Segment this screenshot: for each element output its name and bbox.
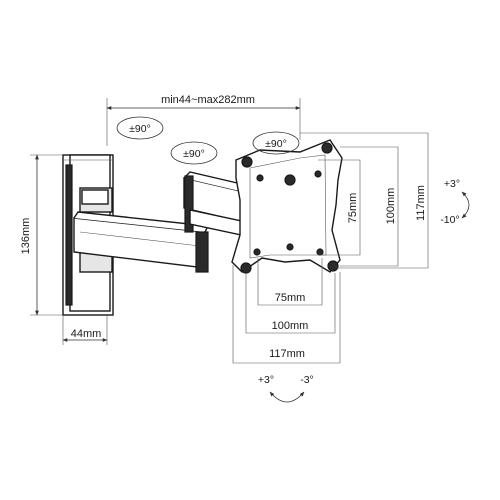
vesa-horizontal-dimensions: 75mm 100mm 117mm xyxy=(232,258,341,364)
swivel-badge-1: ±90° xyxy=(116,116,164,140)
swivel-badge-3: ±90° xyxy=(252,131,300,155)
vesa-100-vertical-label: 100mm xyxy=(385,188,397,225)
rotation-right-label: -3° xyxy=(300,374,314,386)
wall-plate-width-label: 44mm xyxy=(71,328,102,340)
vesa-75-horizontal-label: 75mm xyxy=(275,292,306,304)
rotation-arrow-icon xyxy=(269,391,305,403)
wall-plate-width-dimension: 44mm xyxy=(62,315,108,345)
vesa-75-vertical-label: 75mm xyxy=(347,193,359,224)
swivel-badge-3-label: ±90° xyxy=(265,138,287,150)
tilt-down-label: -10° xyxy=(440,214,459,226)
wall-plate-height-label: 136mm xyxy=(20,218,32,255)
rotation-indicator: +3° -3° xyxy=(258,374,314,403)
arm-extension-dimension: min44~max282mm xyxy=(106,94,301,146)
arm-extension-label: min44~max282mm xyxy=(161,94,255,106)
tilt-arrow-icon xyxy=(461,191,470,219)
tilt-up-label: +3° xyxy=(444,178,460,190)
swivel-badge-1-label: ±90° xyxy=(129,123,151,135)
vesa-117-horizontal-label: 117mm xyxy=(269,348,305,360)
wall-plate-height-dimension: 136mm xyxy=(20,154,63,316)
swivel-badge-2: ±90° xyxy=(170,141,218,165)
tilt-indicator: +3° -10° xyxy=(440,178,470,226)
rotation-left-label: +3° xyxy=(258,374,274,386)
vesa-vertical-dimensions: 75mm 100mm 117mm xyxy=(300,132,429,269)
vesa-100-horizontal-label: 100mm xyxy=(272,320,309,332)
vesa-117-vertical-label: 117mm xyxy=(415,185,427,221)
swivel-arm xyxy=(73,171,252,273)
swivel-badge-2-label: ±90° xyxy=(183,148,205,160)
vesa-plate xyxy=(231,139,343,274)
